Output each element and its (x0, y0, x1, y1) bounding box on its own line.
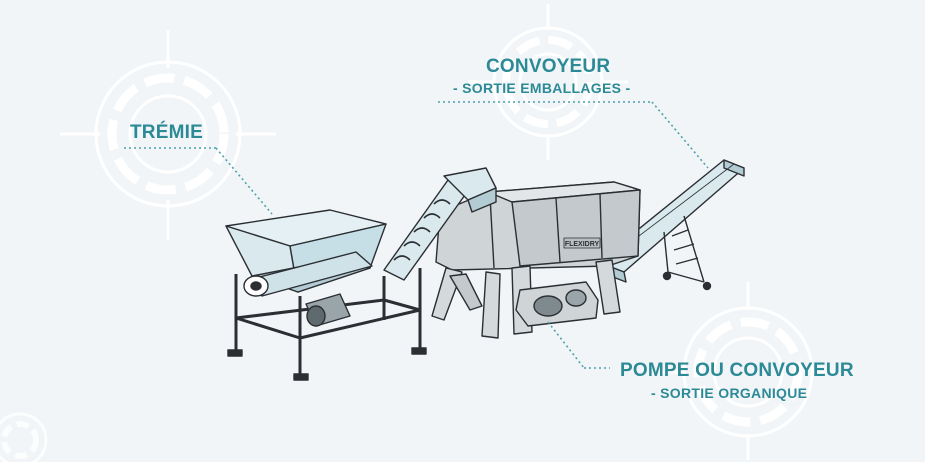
tremie-label: TRÉMIE (130, 122, 203, 143)
brand-plate: FLEXIDRY (565, 241, 600, 248)
reticle-icon (468, 4, 628, 160)
conveyor-ladder (663, 215, 705, 283)
pompe-title: POMPE OU CONVOYEUR (620, 360, 854, 381)
convoyeur-leader-diagonal (651, 101, 709, 169)
convoyeur-title: CONVOYEUR (486, 56, 611, 77)
convoyeur-subtitle: - SORTIE EMBALLAGES - (453, 80, 631, 96)
leader-lines (124, 101, 709, 369)
reticle-icon (0, 412, 48, 462)
pompe-subtitle: - SORTIE ORGANIQUE (651, 385, 808, 401)
separator-machine: FLEXIDRY (431, 181, 641, 339)
reticle-icon (60, 30, 276, 240)
hopper (225, 209, 427, 381)
pompe-leader-diagonal (547, 321, 585, 369)
reticle-icon (660, 282, 838, 460)
screw-conveyor (383, 167, 497, 281)
